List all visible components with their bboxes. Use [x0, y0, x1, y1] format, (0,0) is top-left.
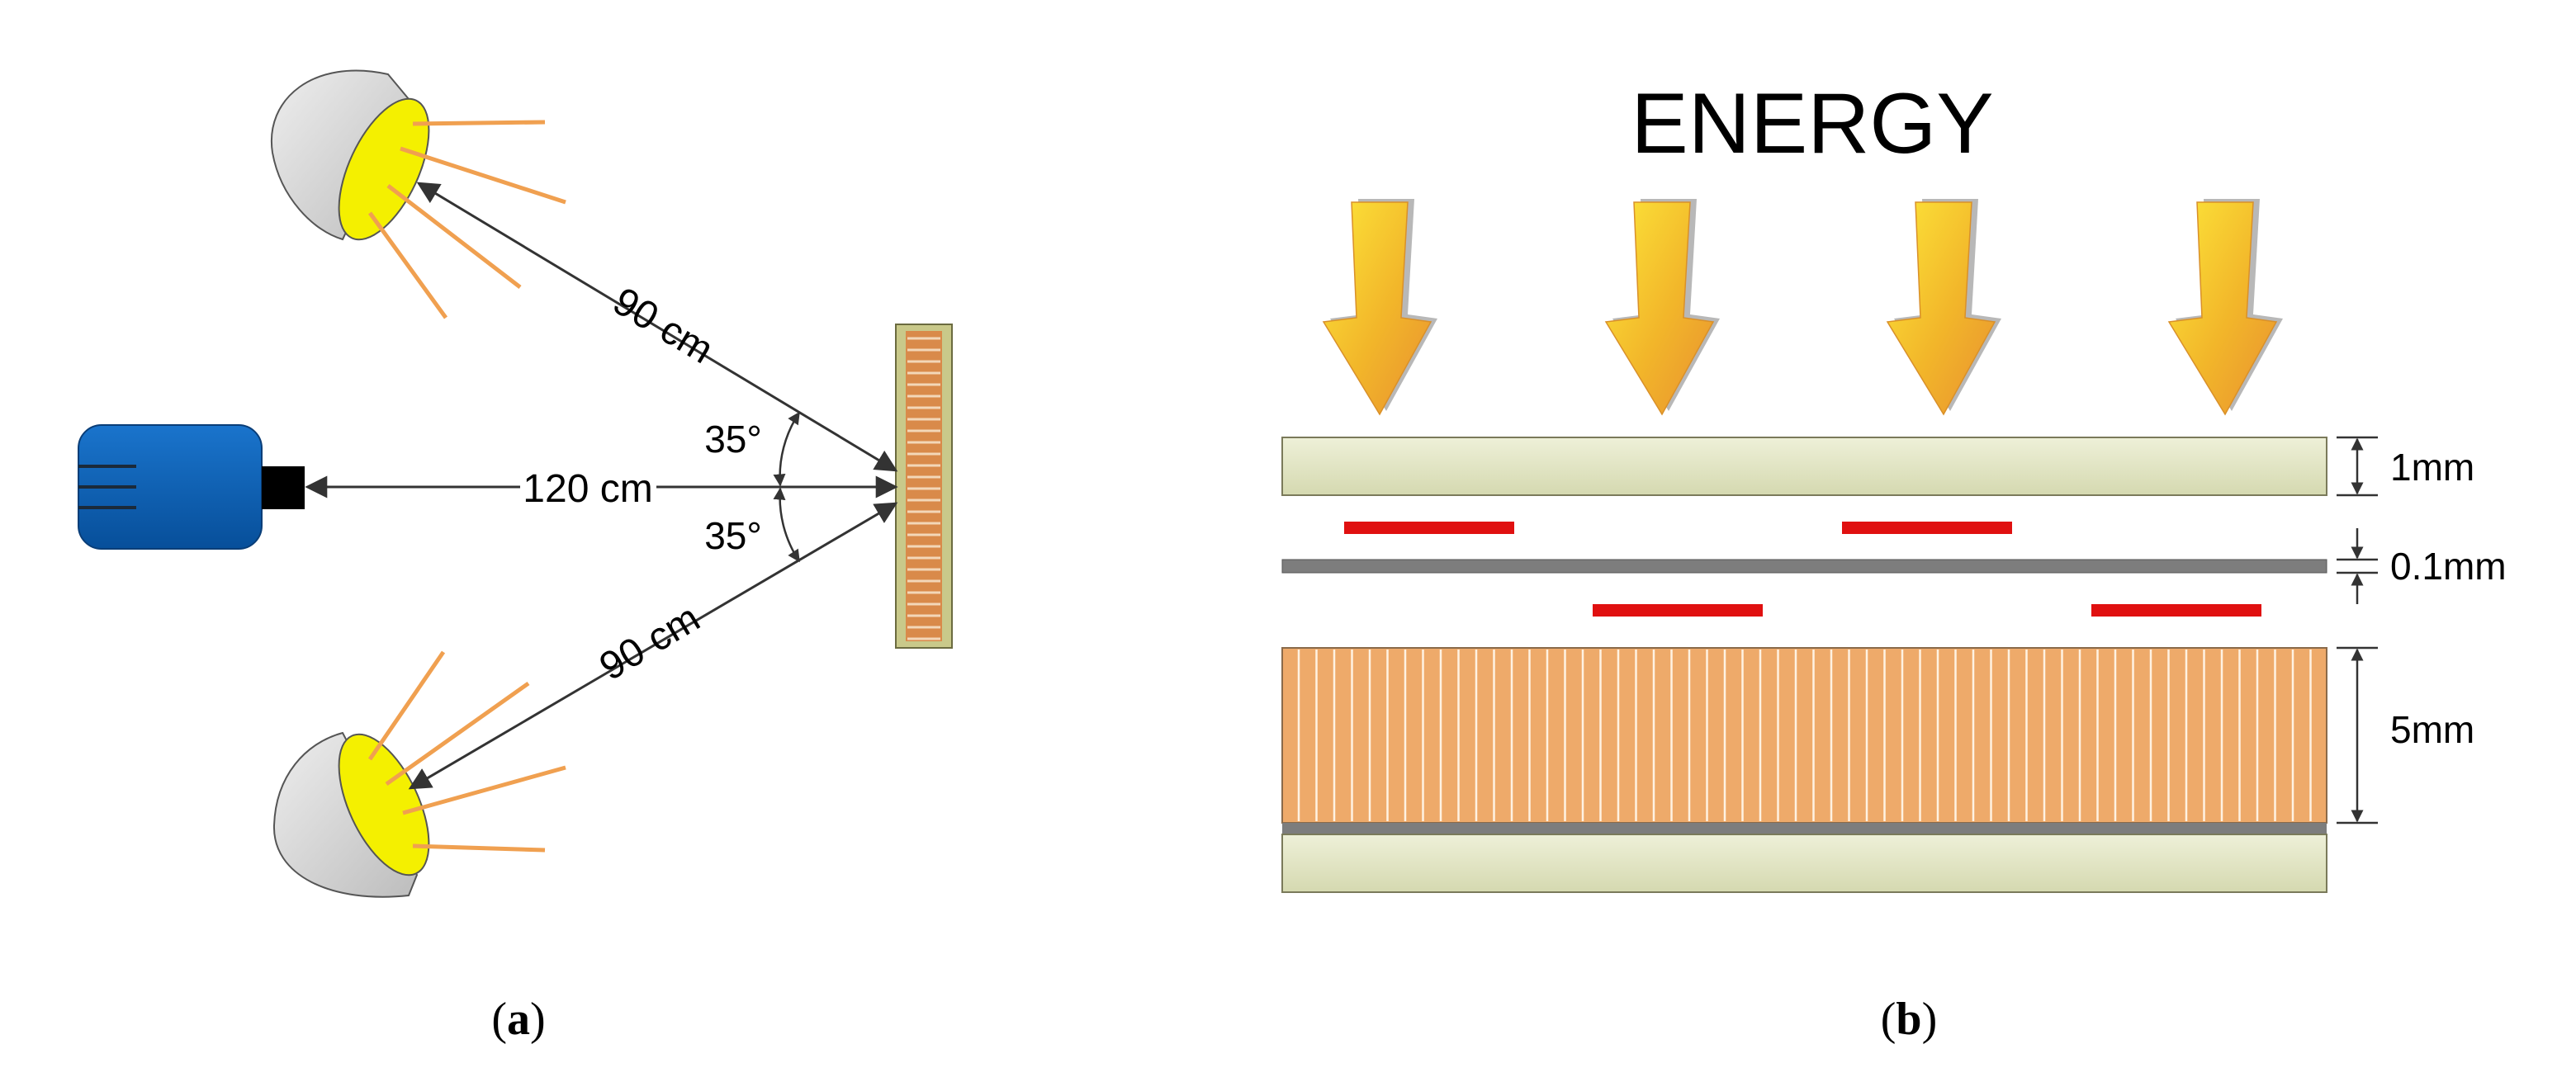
honeycomb-core [1281, 647, 2327, 824]
caption-b: (b) [1881, 994, 1937, 1045]
angle-arc-upper [773, 411, 801, 487]
label-distance-camera: 120 cm [523, 467, 652, 511]
lower-lamp [272, 650, 566, 898]
dimension-marks [2337, 436, 2378, 824]
heater-strips [1344, 522, 2261, 617]
energy-arrows [1322, 199, 2283, 416]
label-angle-lower: 35° [704, 514, 762, 557]
thin-layer [1281, 559, 2327, 574]
distance-line-upper [416, 182, 898, 472]
upper-lamp [270, 69, 566, 319]
dim-label-top-layer: 1mm [2390, 446, 2474, 489]
core-cells [1297, 650, 2312, 821]
energy-arrow [1322, 199, 1437, 416]
camera [78, 424, 305, 550]
bottom-adhesive [1282, 823, 2327, 834]
label-angle-upper: 35° [704, 418, 762, 461]
panel-b: ENERGY [1281, 76, 2507, 1045]
dim-label-gap-layer: 0.1mm [2390, 545, 2507, 588]
energy-arrow [1886, 199, 2001, 416]
dim-label-core: 5mm [2390, 708, 2474, 751]
angle-arc-lower [773, 487, 801, 563]
top-skin-layer [1281, 437, 2327, 496]
sample-plate [895, 324, 953, 649]
energy-arrow [1604, 199, 1720, 416]
bottom-skin-layer [1281, 834, 2327, 893]
label-distance-lower: 90 cm [592, 596, 707, 689]
energy-arrow [2167, 199, 2283, 416]
caption-a: (a) [491, 994, 545, 1045]
energy-title: ENERGY [1631, 76, 1993, 172]
distance-line-lower [408, 502, 898, 790]
label-distance-upper: 90 cm [605, 279, 720, 372]
panel-a: 90 cm 120 cm 90 cm 35° 35° (a) [78, 69, 953, 1045]
